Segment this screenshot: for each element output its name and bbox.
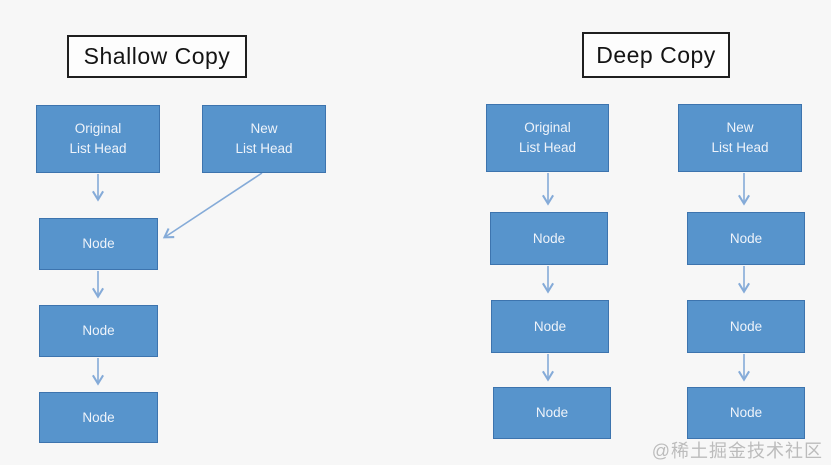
shallow-original-head-line1: Original [74, 121, 122, 137]
shallow-new-head-line2: List Head [235, 141, 293, 156]
deep-new-head-line2: List Head [711, 140, 769, 155]
watermark-text: @稀土掘金技术社区 [651, 441, 823, 461]
deep-new-head-line1: New [726, 120, 754, 136]
shallow-original-head-line2: List Head [69, 141, 127, 156]
deep-original-node-1: Node [490, 212, 608, 265]
deep-new-node-2: Node [687, 300, 805, 353]
shallow-node-1: Node [39, 218, 158, 270]
deep-new-list-head-box: New List Head [678, 104, 802, 172]
shallow-node-2: Node [39, 305, 158, 357]
deep-original-head-line1: Original [524, 120, 571, 136]
shallow-copy-title: Shallow Copy [67, 35, 247, 78]
shallow-original-list-head-box: Original List Head [36, 105, 160, 173]
deep-original-node-3: Node [493, 387, 611, 439]
deep-original-head-line2: List Head [518, 140, 577, 155]
deep-original-node-2: Node [491, 300, 609, 353]
deep-original-list-head-box: Original List Head [486, 104, 609, 172]
arrow-shallow-new-to-node1 [162, 172, 263, 239]
shallow-node-3: Node [39, 392, 158, 443]
deep-new-node-1: Node [687, 212, 805, 265]
shallow-new-list-head-box: New List Head [202, 105, 326, 173]
shallow-new-head-line1: New [250, 121, 278, 137]
deep-copy-title: Deep Copy [582, 32, 730, 78]
deep-new-node-3: Node [687, 387, 805, 439]
